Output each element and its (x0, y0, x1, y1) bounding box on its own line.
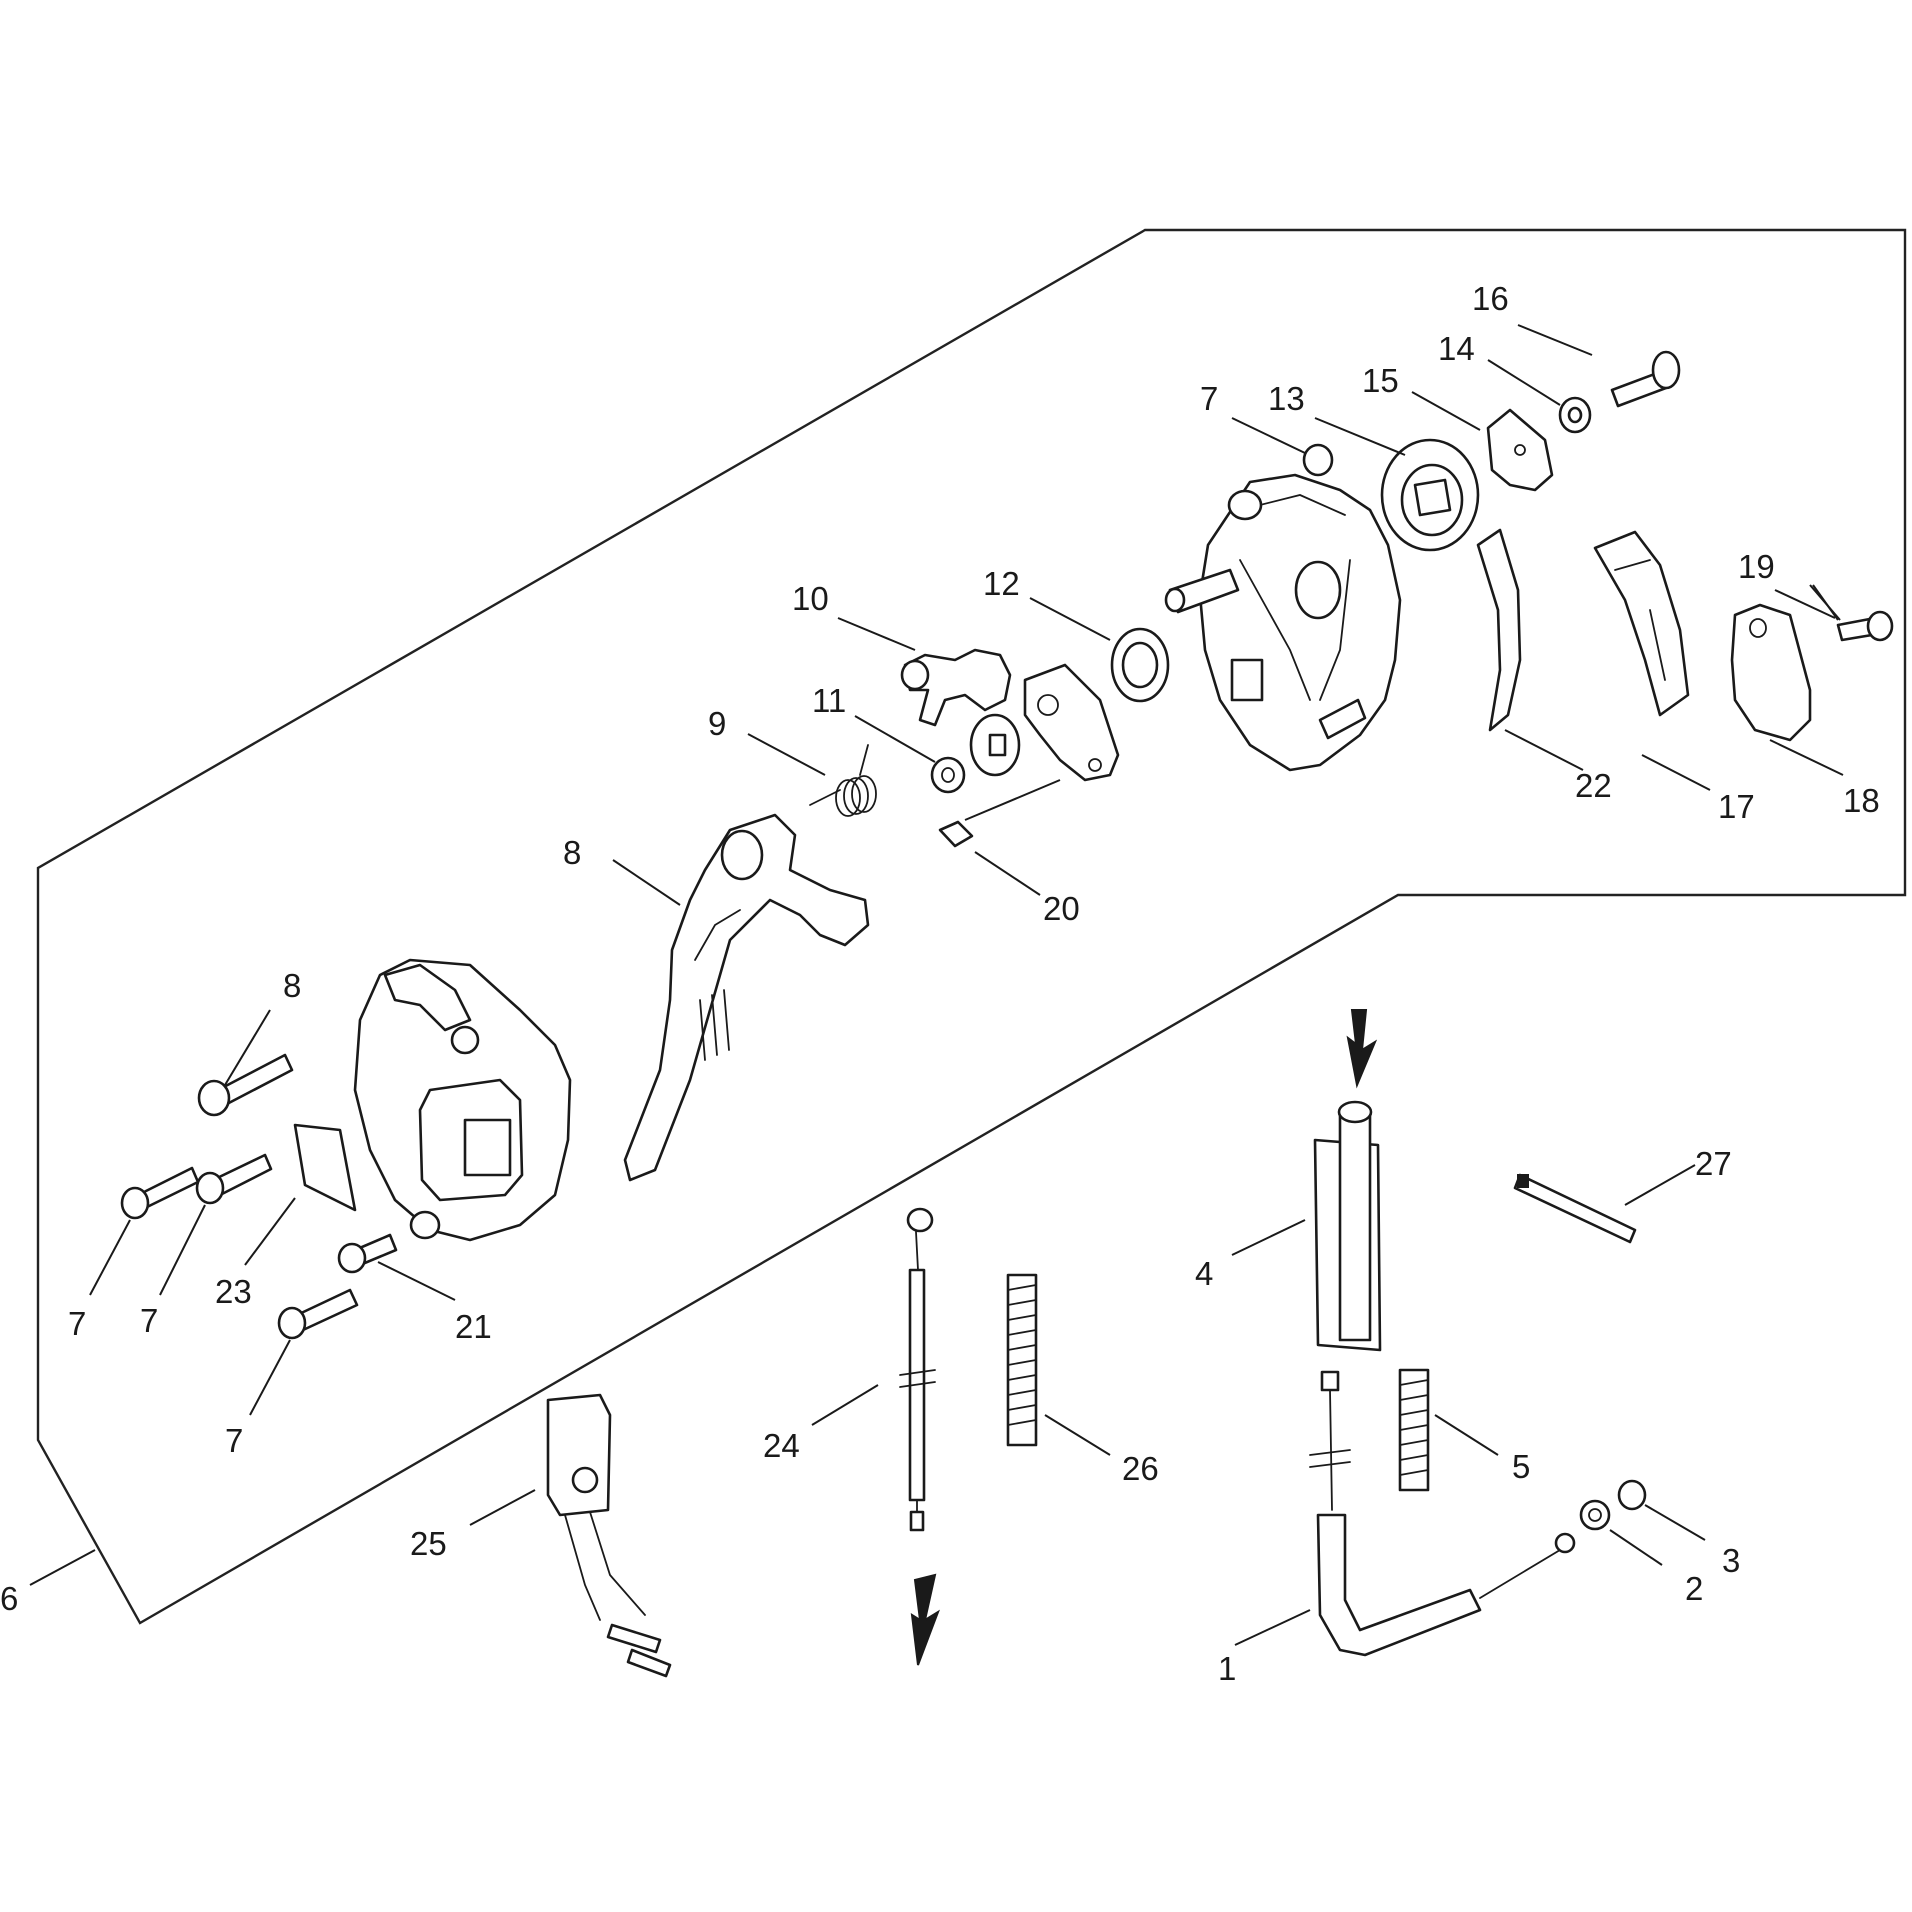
callout-20: 18 (1843, 782, 1880, 819)
callout-7-c: 7 (225, 1422, 243, 1459)
callout-19: 17 (1718, 788, 1755, 825)
callout-5: 5 (1512, 1448, 1530, 1485)
handle-housing (353, 958, 572, 1242)
part-5-spring (1398, 1368, 1430, 1492)
assembly-outline (36, 228, 1907, 1625)
part-28-spring (1006, 1273, 1038, 1447)
part-13-nut (930, 756, 966, 794)
callout-11: 9 (708, 705, 726, 742)
part-1-cable (1309, 1370, 1576, 1657)
part-7-screw-b (195, 1153, 273, 1205)
callout-21: 19 (1738, 548, 1775, 585)
arrow-down-icon (1346, 1009, 1378, 1089)
callout-13: 11 (812, 682, 846, 719)
callout-16: 14 (1438, 330, 1475, 367)
part-22-nut (938, 820, 974, 848)
part-15-ring (1380, 438, 1480, 552)
part-24-strip (1476, 528, 1522, 732)
part-16-washer (1558, 396, 1592, 434)
part-14-washer (1110, 627, 1170, 703)
part-7-screw-a (120, 1166, 200, 1220)
callout-25: 23 (215, 1273, 252, 1310)
callout-29: 27 (1695, 1145, 1732, 1182)
arrow-down-icon (910, 1573, 940, 1666)
part-10-trigger (623, 813, 870, 1182)
callout-7-a: 7 (68, 1305, 86, 1342)
callout-23: 21 (455, 1308, 492, 1345)
callout-6: 6 (0, 1580, 18, 1617)
part-20-cover (1730, 603, 1812, 742)
part-2-nut (1579, 1499, 1611, 1531)
callout-14: 12 (983, 565, 1020, 602)
callout-9: 7 (1200, 380, 1218, 417)
part-12-lever (900, 648, 1012, 727)
part-17-plate (1486, 408, 1554, 492)
callout-12: 10 (792, 580, 829, 617)
part-18-bolt (1610, 350, 1681, 408)
part-25-label (293, 1123, 357, 1212)
callout-2: 2 (1685, 1570, 1703, 1607)
part-29-tie (1513, 1173, 1637, 1244)
callout-26: 24 (763, 1427, 800, 1464)
callout-part-8-label: 8 (283, 967, 301, 1004)
callout-17: 15 (1362, 362, 1399, 399)
part-8-screw (197, 1053, 294, 1117)
part-3-nut (1617, 1479, 1647, 1511)
callout-4: 4 (1195, 1255, 1213, 1292)
callout-28: 26 (1122, 1450, 1159, 1487)
part-7-screw-c (277, 1288, 359, 1340)
part-27-switch (546, 1393, 672, 1678)
callout-15: 13 (1268, 380, 1305, 417)
part-19-cover (1593, 530, 1690, 717)
callout-7-b: 7 (140, 1302, 158, 1339)
part-21-screw (1836, 610, 1894, 642)
leader-lines (29, 324, 1844, 1646)
callout-22: 20 (1043, 890, 1080, 927)
part-4-tube (1313, 1100, 1382, 1352)
part-23-screw (337, 1233, 398, 1274)
part-12-block (969, 663, 1120, 782)
callout-10: 8 (563, 834, 581, 871)
callout-3: 3 (1722, 1542, 1740, 1579)
callout-1: 1 (1218, 1650, 1236, 1687)
callout-27: 25 (410, 1525, 447, 1562)
part-26-cable (899, 1207, 936, 1532)
callout-24: 22 (1575, 767, 1612, 804)
main-housing (1164, 473, 1402, 772)
part-11-spring (809, 744, 877, 817)
callout-18: 16 (1472, 280, 1509, 317)
part-9-nut (1302, 443, 1334, 477)
